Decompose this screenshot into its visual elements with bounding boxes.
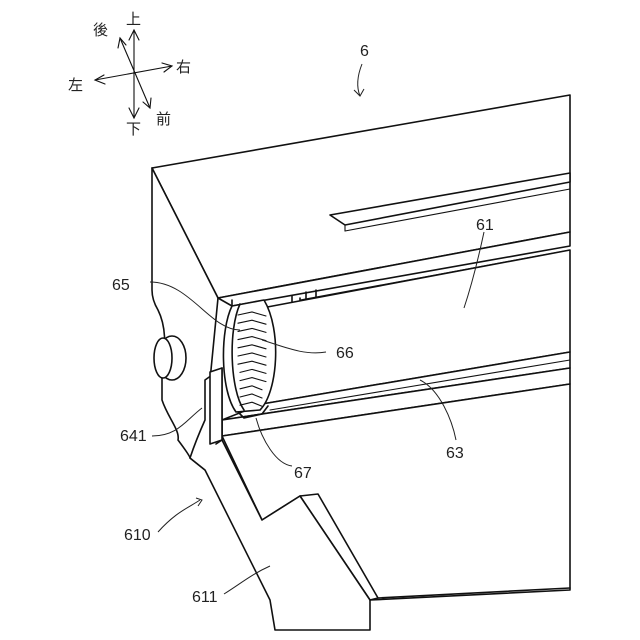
- label-66: 66: [336, 345, 354, 362]
- knob-face: [154, 338, 172, 378]
- leader-610: [158, 500, 200, 532]
- label-611: 611: [192, 589, 218, 606]
- label-61: 61: [476, 217, 494, 234]
- direction-left: 左: [68, 76, 83, 94]
- direction-down: 下: [126, 120, 141, 138]
- front-arrowhead: [143, 98, 151, 108]
- direction-front: 前: [156, 110, 171, 128]
- side-knob: [154, 336, 186, 380]
- door-tab: [210, 368, 222, 444]
- label-63: 63: [446, 445, 464, 462]
- label-610: 610: [124, 527, 151, 544]
- label-65: 65: [112, 277, 130, 294]
- label-67: 67: [294, 465, 312, 482]
- direction-right: 右: [176, 58, 191, 76]
- direction-up: 上: [126, 10, 141, 28]
- roller-body: [223, 300, 275, 412]
- direction-compass: 上 後 左 右 下 前: [68, 10, 191, 138]
- front-back-axis: [120, 38, 150, 108]
- direction-back: 後: [93, 21, 108, 39]
- label-6: 6: [360, 43, 369, 60]
- label-641: 641: [120, 428, 147, 445]
- leader-6: [358, 64, 362, 96]
